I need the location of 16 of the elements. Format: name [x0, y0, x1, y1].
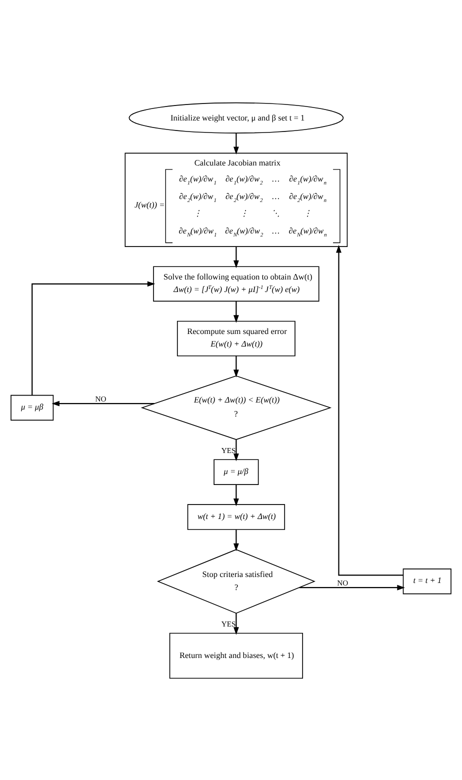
arrow [32, 280, 156, 395]
arrow [233, 529, 239, 551]
arrow [233, 356, 239, 377]
arrow [233, 246, 239, 268]
edge-label: YES [221, 445, 236, 454]
arrow [233, 439, 239, 461]
arrow [52, 400, 154, 406]
arrow [233, 301, 239, 322]
arrow [233, 612, 239, 634]
edge-label: YES [221, 619, 236, 628]
edge-label: NO [95, 394, 106, 403]
arrow [299, 584, 405, 590]
arrow [336, 244, 404, 576]
arrow [233, 132, 239, 154]
arrow [233, 484, 239, 506]
edge-label: NO [337, 578, 348, 587]
